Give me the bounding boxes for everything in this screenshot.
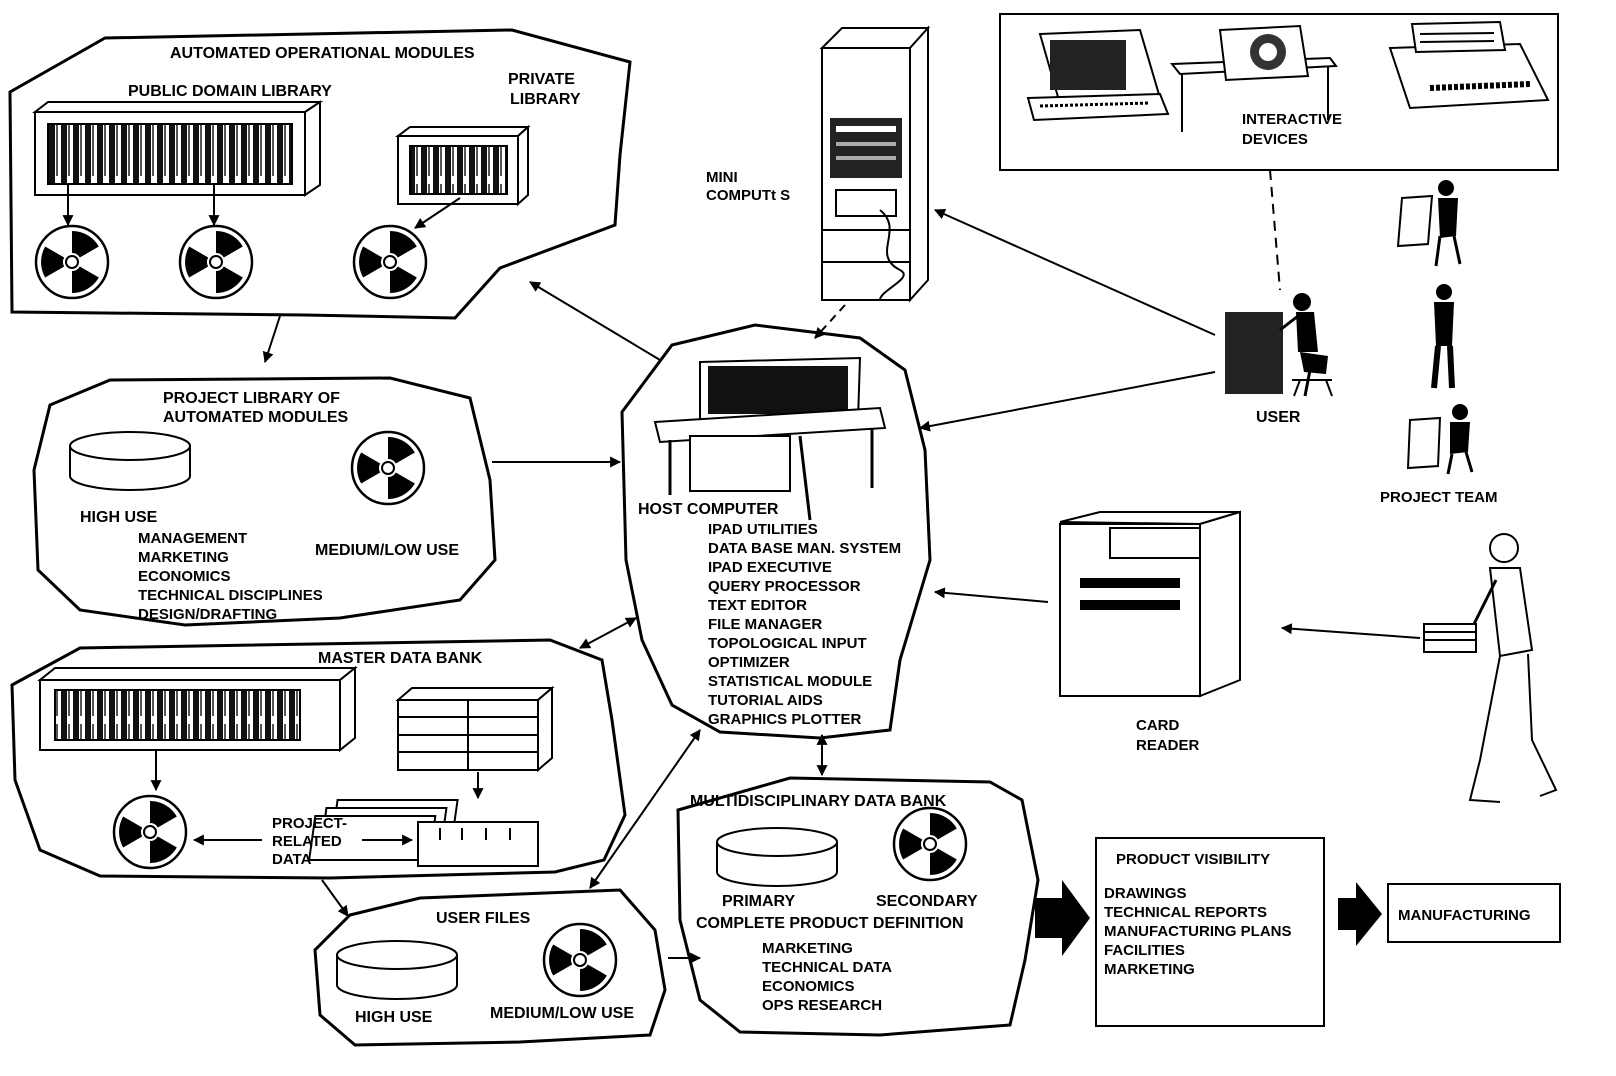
connector-arrows [262,209,1421,964]
disk-storage-icon [69,431,191,491]
product-definition-label: COMPLETE PRODUCT DEFINITION [696,915,964,932]
big-arrow-to-manufacturing [1338,882,1382,946]
secondary-label: SECONDARY [876,893,978,910]
manufacturing-label: MANUFACTURING [1398,907,1531,924]
project-data-label-1: PROJECT- [272,815,347,832]
operational-modules-outline [8,28,632,320]
host-computer-item: GRAPHICS PLOTTER [708,711,862,728]
product-visibility-item: MANUFACTURING PLANS [1104,923,1292,940]
interactive-devices-label-2: DEVICES [1242,131,1308,148]
data-bank-item: TECHNICAL DATA [762,959,892,976]
discipline-item: MARKETING [138,549,229,566]
host-computer-item: TOPOLOGICAL INPUT [708,635,867,652]
project-team-label: PROJECT TEAM [1380,489,1498,506]
product-visibility-item: DRAWINGS [1104,885,1187,902]
tape-reel-icon [888,806,968,884]
host-computer-console-icon [653,356,887,521]
disk-storage-icon [716,827,838,887]
operational-modules-title: AUTOMATED OPERATIONAL MODULES [170,45,475,62]
public-library-label: PUBLIC DOMAIN LIBRARY [128,83,332,100]
user-files-title: USER FILES [436,910,531,927]
data-bank-item: OPS RESEARCH [762,997,882,1014]
host-computer-item: OPTIMIZER [708,654,790,671]
project-team-figures-icon [1396,180,1474,475]
product-visibility-item: FACILITIES [1104,942,1185,959]
user-label: USER [1256,409,1301,426]
tape-reel-icon [346,430,426,508]
medium-low-use-label: MEDIUM/LOW USE [315,542,459,559]
data-bank-item: ECONOMICS [762,978,855,995]
host-computer-item: TUTORIAL AIDS [708,692,823,709]
project-library-title-2: AUTOMATED MODULES [163,409,349,426]
disk-drive-cabinet [395,685,555,773]
master-data-bank-panel: MASTER DATA BANK P [10,638,627,880]
host-computer-panel: HOST COMPUTER IPAD UTILITIES DATA BASE M… [620,323,932,740]
discipline-item: TECHNICAL DISCIPLINES [138,587,323,604]
product-visibility-item: MARKETING [1104,961,1195,978]
tape-reel-icon [538,922,618,1000]
card-reader-label-2: READER [1136,737,1200,754]
product-visibility-title: PRODUCT VISIBILITY [1116,851,1270,868]
host-computer-item: QUERY PROCESSOR [708,578,861,595]
host-computer-item: DATA BASE MAN. SYSTEM [708,540,901,557]
operational-modules-panel: AUTOMATED OPERATIONAL MODULES PUBLIC DOM… [8,28,632,320]
terminal-icon [1026,28,1170,122]
user-files-panel: USER FILES HIGH USE MEDIUM/LOW USE [313,888,667,1047]
tape-reel-icon [174,224,254,302]
medium-low-use-label: MEDIUM/LOW USE [490,1005,634,1022]
master-data-bank-title: MASTER DATA BANK [318,650,483,667]
private-library-label-2: LIBRARY [510,91,581,108]
project-library-title-1: PROJECT LIBRARY OF [163,390,340,407]
discipline-item: ECONOMICS [138,568,231,585]
big-arrow-to-product-visibility [1035,880,1090,956]
public-library-cabinet [32,100,324,197]
mini-computers-label-1: MINI [706,169,738,186]
project-data-label-3: DATA [272,851,312,868]
interactive-devices-panel: INTERACTIVE DEVICES [999,13,1559,171]
mini-computer-rack [819,25,931,303]
discipline-item: MANAGEMENT [138,530,247,547]
host-computer-title: HOST COMPUTER [638,501,779,518]
tape-reel-icon [348,224,428,302]
product-visibility-panel: PRODUCT VISIBILITY DRAWINGS TECHNICAL RE… [1095,837,1325,1027]
host-computer-item: FILE MANAGER [708,616,822,633]
private-library-cabinet [395,124,531,207]
graphics-display-icon [1169,24,1338,132]
multidisciplinary-title: MULTIDISCIPLINARY DATA BANK [690,793,947,810]
punched-card-files [307,799,539,867]
person-with-card-deck-icon [1423,533,1558,803]
host-computer-item: TEXT EDITOR [708,597,807,614]
user-figure-icon [1225,293,1333,397]
host-computer-item: IPAD UTILITIES [708,521,818,538]
host-computer-item: IPAD EXECUTIVE [708,559,832,576]
high-use-label: HIGH USE [355,1009,433,1026]
multidisciplinary-outline [676,776,1040,1037]
private-library-label-1: PRIVATE [508,71,575,88]
user-files-outline [313,888,667,1047]
manufacturing-panel: MANUFACTURING [1387,883,1561,943]
tape-reel-icon [108,794,188,872]
multidisciplinary-data-bank-panel: MULTIDISCIPLINARY DATA BANK PRIMARY SECO… [676,776,1040,1037]
host-computer-outline [620,323,932,740]
data-bank-item: MARKETING [762,940,853,957]
project-data-label-2: RELATED [272,833,342,850]
project-library-outline [32,376,497,627]
primary-label: PRIMARY [722,893,796,910]
interactive-devices-label-1: INTERACTIVE [1242,111,1342,128]
discipline-item: DESIGN/DRAFTING [138,606,277,623]
project-library-panel: PROJECT LIBRARY OF AUTOMATED MODULES HIG… [32,376,497,627]
card-reader-icon [1059,510,1241,698]
product-visibility-item: TECHNICAL REPORTS [1104,904,1267,921]
card-reader-label-1: CARD [1136,717,1179,734]
high-use-label: HIGH USE [80,509,158,526]
mini-computers-label-2: COMPUTt S [706,187,790,204]
host-computer-item: STATISTICAL MODULE [708,673,872,690]
master-tape-cabinet [37,665,358,753]
teletype-icon [1388,20,1550,110]
tape-reel-icon [30,224,110,302]
disk-storage-icon [336,940,458,1000]
